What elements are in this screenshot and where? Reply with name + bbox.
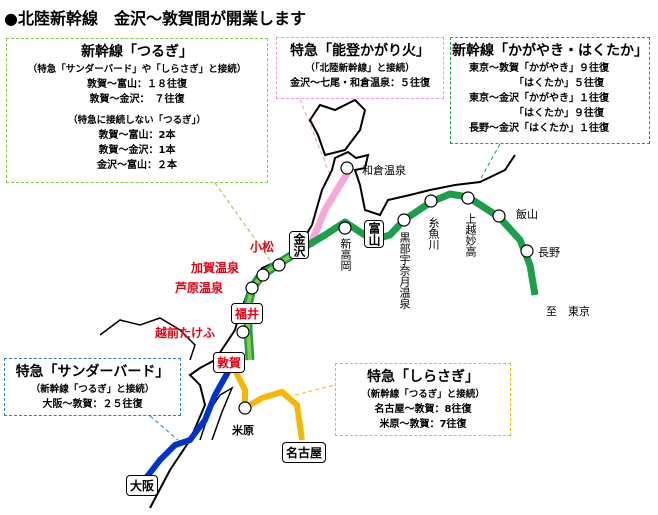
shirasagi-heading: 特急「しらさぎ」 <box>367 369 479 385</box>
station-iiyama: 飯山 <box>516 208 538 221</box>
station-komatsu: 小松 <box>250 240 275 254</box>
station-kaga-onsen: 加賀温泉 <box>191 261 240 275</box>
station-kurobe: 黒部宇奈月温泉 <box>398 232 411 309</box>
leader-thunderbird <box>149 415 179 441</box>
shirasagi-line <box>233 370 305 441</box>
noto-line-text: 金沢～七尾・和倉温泉：５往復 <box>290 78 430 89</box>
kagayaki-info-box: 新幹線「かがやき・はくたか」 東京～敦賀「かがやき」９往復 「はくたか」５往復 … <box>450 37 650 144</box>
leader-shirasagi <box>294 384 336 396</box>
tsurugi-line2: 敦賀～富山：2本 <box>98 130 176 141</box>
kagayaki-heading: 新幹線「かがやき・はくたか」 <box>452 43 648 59</box>
tsurugi-line: 敦賀～金沢： ７往復 <box>89 94 185 105</box>
thunderbird-heading: 特急「サンダーバード」 <box>15 364 170 380</box>
station-tsuruga: 敦賀 <box>213 352 246 373</box>
kagayaki-line: 東京～金沢「かがやき」１往復 <box>469 93 609 104</box>
kagayaki-line: 「はくたか」５往復 <box>469 78 604 89</box>
station-markers <box>236 161 534 415</box>
tsurugi-line2: 金沢～富山：２本 <box>97 160 177 171</box>
station-awara-onsen: 芦原温泉 <box>175 281 224 295</box>
kagayaki-line: 東京～敦賀「かがやき」９往復 <box>469 63 609 74</box>
station-kanazawa: 金沢 <box>289 231 309 259</box>
tsurugi-sub: （特急「サンダーバード」や「しらさぎ」と接続） <box>27 64 247 75</box>
thunderbird-sub: （新幹線「つるぎ」と接続） <box>30 384 155 395</box>
kagayaki-line: 長野～金沢「はくたか」１往復 <box>469 123 609 134</box>
hokuriku-shinkansen-line <box>298 190 539 296</box>
shirasagi-info-box: 特急「しらさぎ」 （新幹線「つるぎ」と接続） 名古屋～敦賀：8往復 米原～敦賀：… <box>335 363 511 436</box>
kagayaki-line: 「はくたか」９往復 <box>469 108 604 119</box>
tsurugi-sub2: （特急に接続しない「つるぎ」） <box>68 115 206 126</box>
tsurugi-line2: 敦賀～金沢：1本 <box>98 145 176 156</box>
station-wakura: 和倉温泉 <box>362 164 406 177</box>
page-title: ●北陸新幹線 金沢～敦賀間が開業します <box>4 9 306 28</box>
leader-tsurugi <box>214 182 271 261</box>
station-shintakaoka: 新高岡 <box>339 238 352 271</box>
leader-noto <box>299 98 331 176</box>
thunderbird-info-box: 特急「サンダーバード」 （新幹線「つるぎ」と接続） 大阪～敦賀：２５往復 <box>4 358 181 416</box>
station-fukui: 福井 <box>231 303 264 324</box>
tsurugi-heading: 新幹線「つるぎ」 <box>81 44 193 60</box>
noto-info-box: 特急「能登かがり火」 （「北陸新幹線」と接続） 金沢～七尾・和倉温泉：５往復 <box>276 37 444 99</box>
thunderbird-line-text: 大阪～敦賀：２５往復 <box>42 399 143 410</box>
shirasagi-line: 米原～敦賀：7往復 <box>379 419 467 430</box>
tsurugi-line: 敦賀～富山：１８往復 <box>87 79 187 90</box>
to-tokyo: 至 東京 <box>546 305 590 318</box>
station-itoigawa: 糸魚川 <box>427 217 440 250</box>
station-osaka: 大阪 <box>126 475 159 496</box>
noto-line <box>306 170 351 248</box>
thunderbird-line <box>143 370 231 480</box>
station-joetsu: 上越妙高 <box>464 213 477 257</box>
coastline <box>149 150 516 509</box>
tsurugi-info-box: 新幹線「つるぎ」 （特急「サンダーバード」や「しらさぎ」と接続） 敦賀～富山：１… <box>6 38 268 183</box>
shirasagi-line: 名古屋～敦賀：8往復 <box>374 404 472 415</box>
wakasa-coast <box>99 317 196 361</box>
noto-peninsula <box>308 98 367 157</box>
station-toyama: 富山 <box>364 220 384 248</box>
noto-sub: （「北陸新幹線」と接続） <box>305 63 415 74</box>
station-maibara: 米原 <box>232 424 254 437</box>
station-nagano: 長野 <box>538 246 560 259</box>
noto-heading: 特急「能登かがり火」 <box>290 43 430 59</box>
shirasagi-sub: （新幹線「つるぎ」と接続） <box>361 389 485 400</box>
station-echizen-takefu: 越前たけふ <box>155 326 216 340</box>
station-nagoya: 名古屋 <box>282 442 327 463</box>
